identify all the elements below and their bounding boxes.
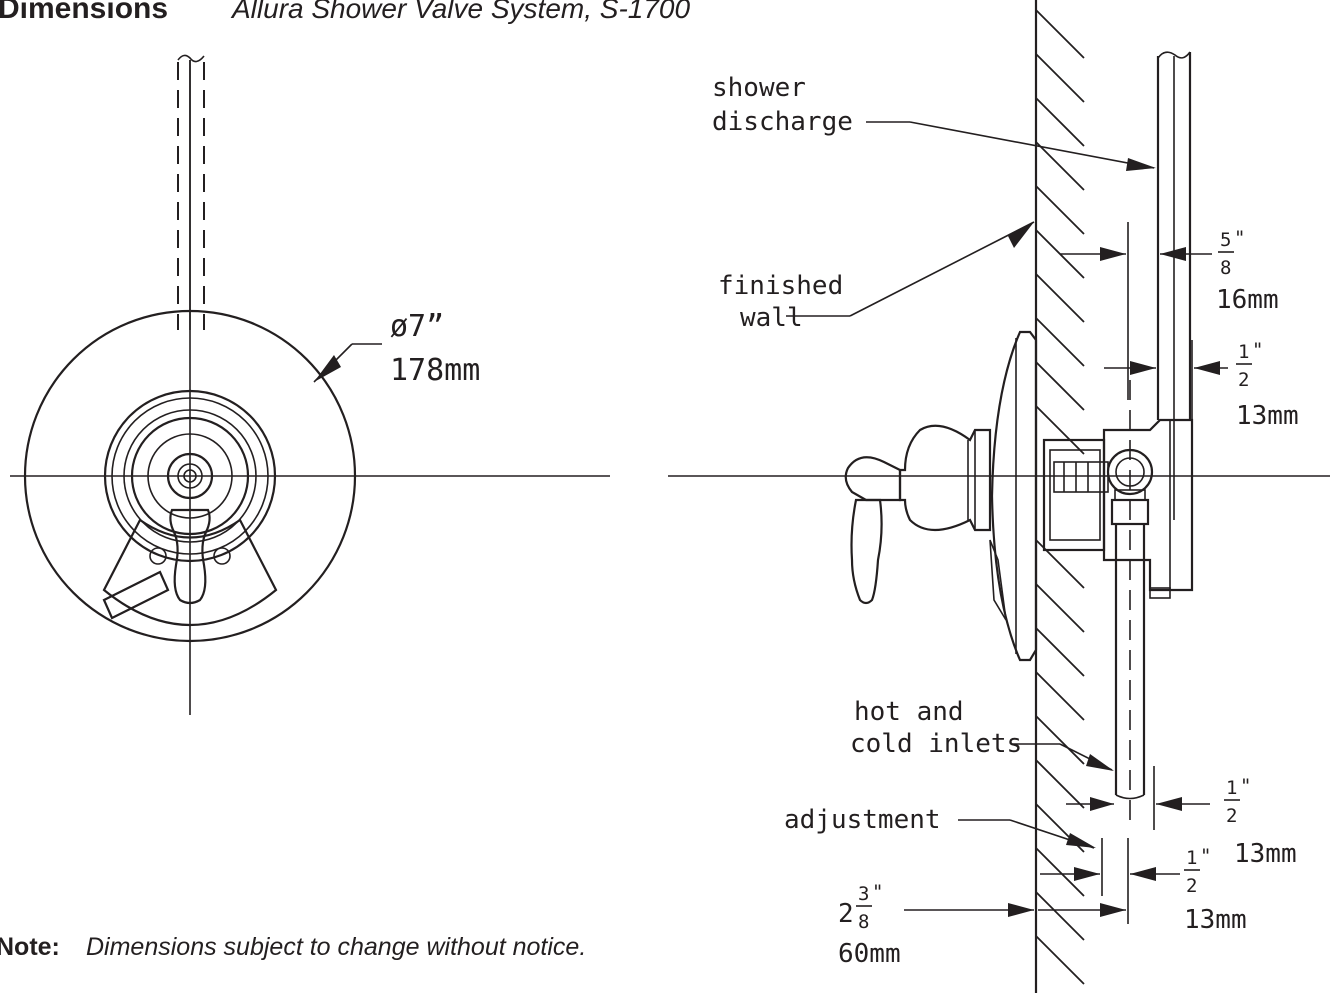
dim-min-depth-den: 8 [858,911,869,933]
dim-discharge-pipe-den: 2 [1238,369,1249,391]
dim-adjustment-num: 1 [1186,847,1197,869]
dim-discharge-offset-metric: 16mm [1216,285,1279,315]
dim-adjustment-range: 1 2 " 13mm [1040,838,1247,935]
dim-discharge-offset-unit: " [1234,227,1245,249]
trim-diameter-metric: 178mm [390,353,480,388]
diameter-callout: ø7” 178mm [313,309,480,388]
dim-min-depth-metric: 60mm [838,939,901,969]
heading: Dimensions Allura Shower Valve System, S… [0,0,690,25]
heading-label: Dimensions [0,0,168,25]
inlets-callout: hot and cold inlets [850,697,1114,771]
side-view: shower discharge finished wall 5 8 " 16m… [668,0,1330,993]
dim-min-depth-unit: " [872,881,883,903]
lever-handle [169,508,211,605]
finished-wall-line1: finished [718,271,843,301]
finished-wall-line2: wall [740,303,803,333]
inlets-line1: hot and [854,697,964,727]
inlet-pipe [1114,380,1146,830]
dim-discharge-offset-num: 5 [1220,229,1231,251]
adjustment-callout: adjustment [784,805,1096,849]
dim-discharge-offset-den: 8 [1220,257,1231,279]
dim-inlet-pipe-unit: " [1240,775,1251,797]
dim-inlet-pipe-num: 1 [1226,777,1237,799]
shower-discharge-line1: shower [712,73,806,103]
side-lever-handle [850,498,883,605]
finished-wall-callout: finished wall [718,221,1035,333]
front-view: ø7” 178mm [10,54,610,715]
note-text: Dimensions subject to change without not… [86,933,586,961]
escutcheon-plate [23,309,357,643]
dim-min-depth: 2 3 8 " 60mm [838,881,1126,969]
handle-hub [166,452,214,500]
trim-diameter-imperial: ø7” [390,309,444,344]
note: Note: Dimensions subject to change witho… [0,933,586,961]
dim-discharge-pipe-num: 1 [1238,341,1249,363]
dim-inlet-pipe-den: 2 [1226,805,1237,827]
dim-discharge-pipe-metric: 13mm [1236,401,1299,431]
escutcheon-profile [990,330,1038,662]
dim-adjustment-metric: 13mm [1184,905,1247,935]
note-label: Note: [0,933,60,961]
dim-discharge-pipe-unit: " [1252,339,1263,361]
dim-discharge-offset: 5 8 " 16mm [1060,222,1279,400]
dim-discharge-pipe: 1 2 " 13mm [1104,339,1299,431]
dim-min-depth-num: 3 [858,883,869,905]
side-bonnet [898,424,992,532]
discharge-pipe [1156,51,1192,520]
inlets-line2: cold inlets [850,729,1022,759]
shower-discharge-callout: shower discharge [712,73,1156,171]
dim-min-depth-whole: 2 [838,899,854,929]
front-pipe [177,54,205,330]
dim-adjustment-unit: " [1200,845,1211,867]
dim-adjustment-den: 2 [1186,875,1197,897]
temperature-sector [102,518,278,626]
shower-discharge-line2: discharge [712,107,853,137]
bonnet-ring-outer [103,389,277,563]
dim-inlet-pipe-metric: 13mm [1234,839,1297,869]
heading-product: Allura Shower Valve System, S-1700 [230,0,690,24]
dim-inlet-pipe: 1 2 " 13mm [1066,766,1297,869]
adjustment-label: adjustment [784,805,941,835]
